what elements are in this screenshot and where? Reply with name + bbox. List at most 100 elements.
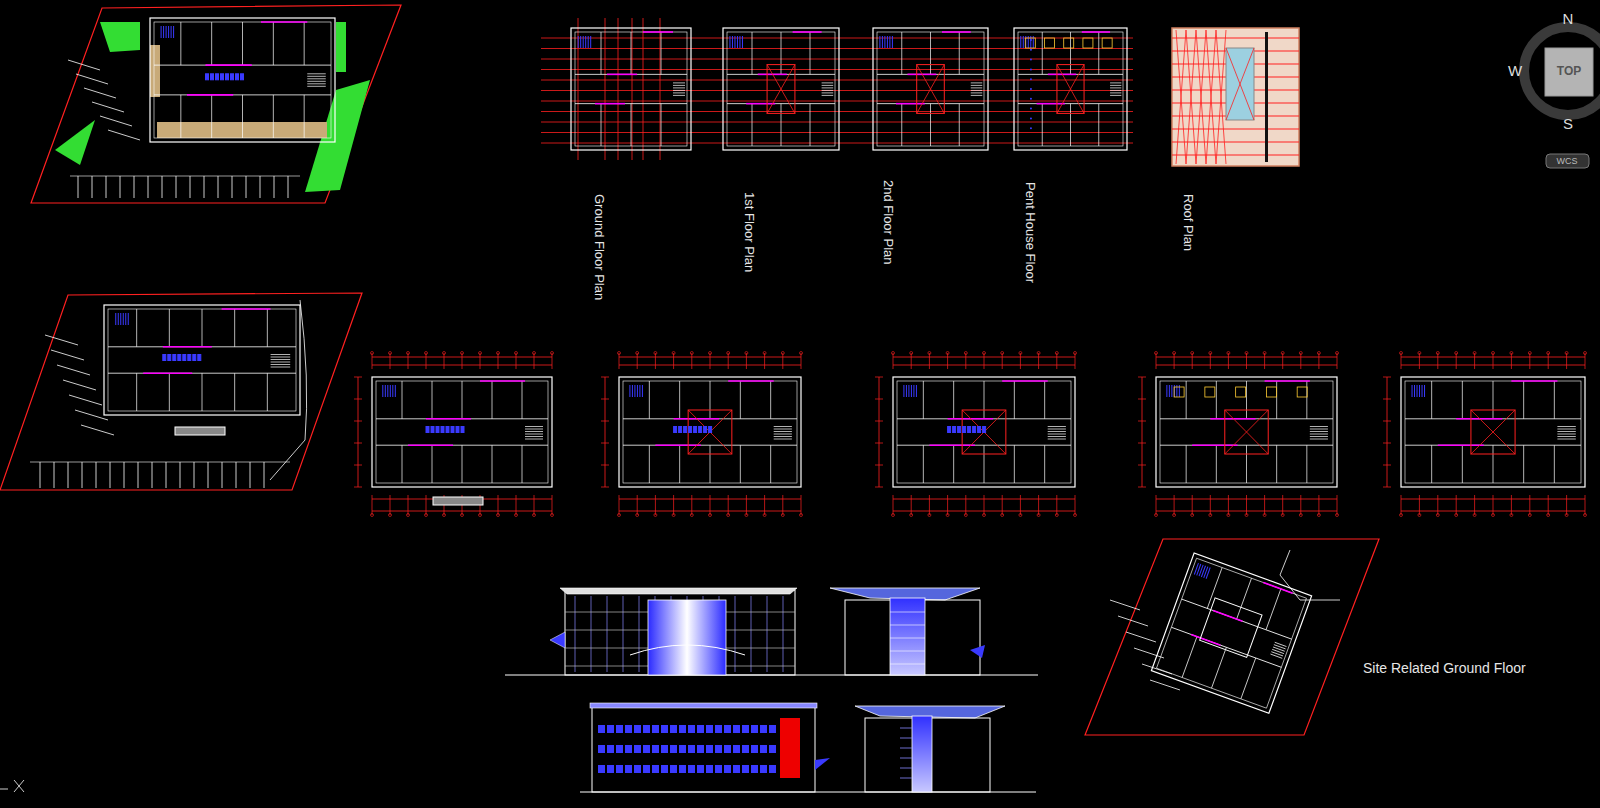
drawn-line	[1057, 65, 1084, 114]
grid-bubble	[1336, 514, 1339, 517]
drawn-line	[273, 95, 274, 138]
drawn-line	[1126, 632, 1156, 642]
drawn-line	[211, 95, 212, 138]
grid-bubble	[1473, 514, 1476, 517]
balcony	[550, 632, 565, 648]
drawn-line	[354, 465, 362, 466]
grid-bubble	[1299, 352, 1302, 355]
grid-bubble	[781, 352, 784, 355]
drawn-line	[1118, 616, 1148, 626]
drawn-line	[30, 462, 290, 463]
drawn-line	[1401, 495, 1402, 515]
drawn-rect	[446, 427, 449, 433]
drawn-line	[892, 36, 893, 48]
drawn-rect	[661, 765, 668, 773]
grid-bubble	[672, 352, 675, 355]
drawn-line	[1419, 353, 1420, 369]
drawn-line	[1038, 495, 1039, 515]
drawn-line	[984, 353, 985, 369]
drawn-line	[911, 385, 912, 397]
drawn-line	[1310, 426, 1328, 427]
drawn-line	[1206, 30, 1216, 164]
drawn-line	[1585, 495, 1586, 515]
drawn-line	[51, 350, 84, 360]
drawn-polygon	[31, 5, 401, 203]
drawn-line	[637, 385, 638, 397]
drawn-line	[673, 82, 685, 83]
drawn-line	[1264, 495, 1265, 515]
drawn-line	[916, 385, 917, 397]
drawn-line	[774, 431, 792, 432]
drawn-line	[877, 74, 984, 75]
drawn-line	[781, 104, 782, 146]
drawn-line	[1037, 103, 1065, 105]
drawn-rect	[1064, 38, 1074, 48]
drawn-line	[822, 82, 834, 83]
drawn-rect	[241, 74, 244, 80]
drawn-rect	[1014, 28, 1127, 150]
drawn-line	[875, 443, 883, 444]
column-dot	[1030, 39, 1032, 41]
grid-bubble	[1263, 352, 1266, 355]
drawn-line	[1210, 353, 1211, 369]
grid-bubble	[1155, 352, 1158, 355]
drawn-rect	[590, 703, 817, 708]
drawn-line	[1557, 429, 1575, 430]
grid-bubble	[1001, 352, 1004, 355]
dimension-grid	[601, 352, 803, 517]
entrance-canopy	[630, 645, 745, 655]
drawn-rect	[877, 32, 984, 146]
drawn-line	[1138, 421, 1146, 422]
elevations	[505, 588, 1038, 792]
drawn-line	[1265, 380, 1310, 382]
drawn-line	[1176, 30, 1186, 164]
drawn-rect	[619, 377, 801, 487]
drawn-line	[123, 313, 124, 325]
grid-bubble	[1317, 352, 1320, 355]
drawn-line	[911, 353, 912, 369]
dimension-grid	[875, 352, 1077, 517]
drawn-line	[746, 353, 747, 369]
drawn-line	[637, 353, 638, 369]
drawn-line	[710, 353, 711, 369]
drawn-line	[45, 335, 78, 345]
drawn-rect	[706, 725, 713, 733]
drawn-line	[673, 92, 685, 93]
drawn-line	[358, 377, 359, 487]
grid-bubble	[371, 514, 374, 517]
drawn-rect	[592, 707, 815, 792]
grid-bubble	[497, 514, 500, 517]
column-dot	[1030, 49, 1032, 51]
drawn-rect	[625, 745, 632, 753]
grid-bubble	[1400, 352, 1403, 355]
drawn-rect	[634, 745, 641, 753]
drawn-line	[767, 65, 795, 114]
drawn-line	[590, 36, 591, 48]
drawn-line	[1225, 410, 1268, 454]
column-dot	[1030, 117, 1032, 119]
drawn-line	[900, 768, 912, 769]
drawn-rect	[697, 725, 704, 733]
drawn-line	[1282, 353, 1283, 369]
grid-bubble	[1436, 352, 1439, 355]
drawn-rect	[780, 718, 800, 778]
drawn-rect	[643, 725, 650, 733]
drawn-line	[1192, 353, 1193, 369]
drawn-rect	[1151, 553, 1311, 713]
drawn-rect	[441, 427, 444, 433]
drawn-rect	[1156, 377, 1337, 487]
drawn-polygon	[1085, 539, 1379, 735]
drawn-line	[737, 36, 738, 48]
drawn-line	[264, 462, 265, 488]
drawn-line	[896, 103, 925, 105]
drawing-title: 2nd Floor Plan	[880, 180, 895, 265]
drawn-line	[1417, 385, 1418, 397]
drawn-line	[971, 92, 983, 93]
drawing-title: Pent House Floor	[1022, 182, 1037, 283]
drawn-line	[605, 18, 606, 160]
drawn-line	[1310, 436, 1328, 437]
drawn-rect	[198, 355, 201, 361]
drawn-line	[1014, 445, 1015, 483]
drawn-line	[92, 102, 124, 112]
drawn-rect	[697, 765, 704, 773]
